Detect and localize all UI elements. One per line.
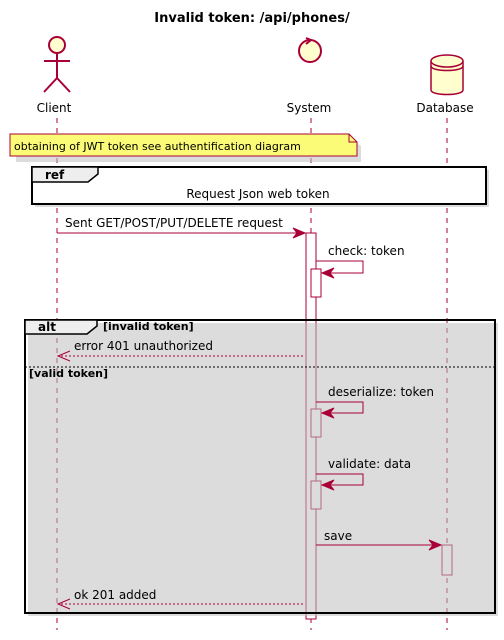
message-label-error: error 401 unauthorized [74, 339, 213, 353]
participant-label-client: Client [37, 101, 72, 115]
alt-guard-invalid: [invalid token] [103, 320, 194, 333]
message-error: error 401 unauthorized [56, 339, 303, 362]
participant-client: Client [37, 36, 72, 115]
ref-tag: ref [45, 168, 65, 182]
message-label-check-token: check: token [328, 244, 405, 258]
message-validate: validate: data [316, 457, 411, 491]
message-save: save [316, 529, 443, 551]
message-check-token: check: token [316, 244, 405, 279]
diagram-title: Invalid token: /api/phones/ [154, 11, 350, 26]
message-label-ok: ok 201 added [74, 588, 156, 602]
note: obtaining of JWT token see authentificat… [9, 133, 361, 162]
message-request: Sent GET/POST/PUT/DELETE request [57, 216, 307, 239]
participant-database: Database [416, 54, 474, 115]
control-icon [298, 37, 322, 63]
ref-tab [31, 166, 99, 183]
ref-box [31, 166, 487, 205]
ref-frame: ref Request Json web token [31, 166, 489, 207]
alt-guard-valid: [valid token] [29, 367, 108, 380]
alt-box [24, 319, 496, 614]
ref-text: Request Json web token [186, 187, 329, 201]
database-icon [430, 54, 464, 96]
system-activation-check [310, 268, 322, 298]
message-label-validate: validate: data [328, 457, 411, 471]
participant-label-system: System [287, 101, 332, 115]
alt-tag: alt [38, 320, 56, 334]
alt-frame: alt [invalid token] [valid token] [24, 319, 498, 616]
participant-label-database: Database [416, 101, 473, 115]
participant-system: System [287, 37, 332, 115]
message-ok: ok 201 added [56, 588, 303, 610]
message-label-deserialize: deserialize: token [328, 385, 434, 399]
actor-icon [43, 36, 71, 93]
message-label-request: Sent GET/POST/PUT/DELETE request [65, 216, 283, 230]
message-label-save: save [324, 529, 352, 543]
message-deserialize: deserialize: token [316, 385, 434, 419]
alt-tab [24, 319, 98, 335]
note-text: obtaining of JWT token see authentificat… [14, 140, 301, 153]
